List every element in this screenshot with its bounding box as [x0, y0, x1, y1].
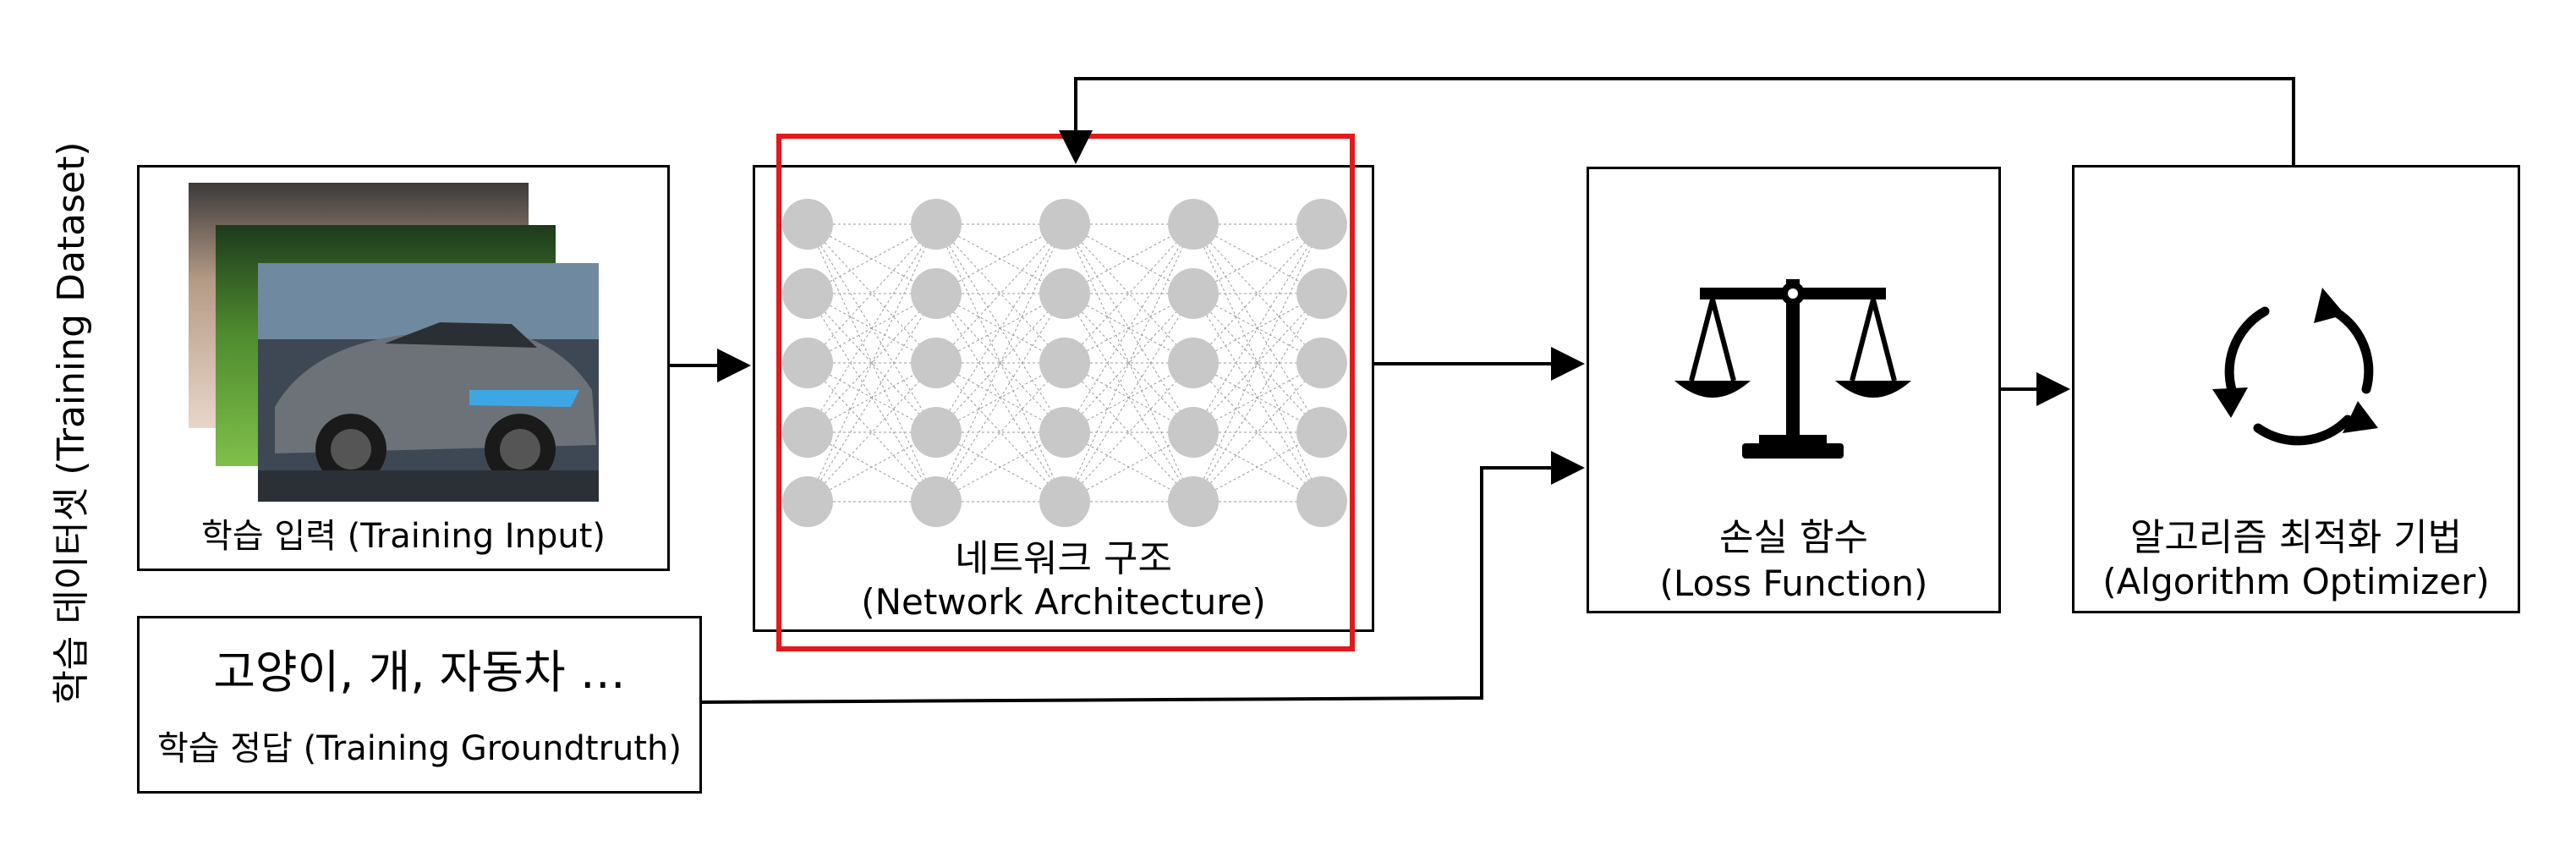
network-edge: [807, 223, 937, 364]
network-edge: [935, 293, 1066, 503]
network-edge: [1192, 223, 1323, 433]
network-edge: [1192, 293, 1323, 433]
network-edge: [935, 431, 1066, 503]
network-node: [911, 407, 962, 458]
network-node: [1168, 268, 1219, 319]
network-node: [782, 268, 833, 319]
network-edge: [1064, 293, 1194, 503]
training-groundtruth-box: 고양이, 개, 자동차 … 학습 정답 (Training Groundtrut…: [137, 616, 702, 794]
network-node: [1039, 476, 1090, 527]
network-edge: [807, 293, 937, 433]
network-edge: [935, 293, 1066, 433]
network-edge: [1064, 223, 1194, 433]
training-input-box: 학습 입력 (Training Input): [137, 165, 670, 571]
network-edge: [1192, 293, 1323, 433]
network-edge: [807, 362, 937, 503]
network-node: [1296, 407, 1347, 458]
optimizer-feedback-arrow: [1059, 77, 2295, 165]
network-edge: [935, 293, 1066, 433]
network-title-en: (Network Architecture): [861, 581, 1266, 623]
loss-title-ko: 손실 함수: [1719, 516, 1868, 559]
groundtruth-to-loss-arrow: [701, 451, 1585, 704]
network-node: [782, 338, 833, 388]
network-node: [782, 199, 833, 250]
network-nodes: [782, 199, 1347, 527]
network-edge: [1064, 223, 1194, 364]
network-edge: [935, 223, 1066, 294]
network-architecture-box: [753, 165, 1374, 632]
balance-scale-icon: [1674, 279, 1911, 459]
network-edge: [807, 431, 937, 503]
network-edges: [807, 223, 1323, 503]
network-edge: [1064, 223, 1194, 294]
network-node: [1168, 338, 1219, 388]
optimizer-title-en: (Algorithm Optimizer): [2102, 561, 2490, 602]
optimizer-title-ko: 알고리즘 최적화 기법: [2129, 516, 2463, 559]
network-node: [911, 268, 962, 319]
network-edge: [807, 223, 937, 503]
network-edge: [1064, 362, 1194, 503]
loss-title-en: (Loss Function): [1659, 563, 1928, 604]
network-edge: [1192, 362, 1323, 503]
network-edge: [1064, 293, 1194, 433]
network-edge: [807, 362, 937, 503]
network-node: [1168, 199, 1219, 250]
groundtruth-label: 학습 정답 (Training Groundtruth): [156, 729, 682, 768]
car-drawing: [258, 263, 599, 502]
network-edge: [807, 293, 937, 433]
network-edge: [1192, 223, 1323, 503]
network-edge: [1192, 362, 1323, 503]
network-edge: [1192, 223, 1323, 364]
training-input-label: 학습 입력 (Training Input): [201, 517, 606, 556]
optimizer-box: [2072, 165, 2520, 613]
network-node: [1039, 268, 1090, 319]
network-node: [1296, 476, 1347, 527]
network-edge: [935, 223, 1066, 364]
network-edge: [1064, 223, 1194, 503]
network-edge: [1192, 431, 1323, 503]
network-edge: [935, 362, 1066, 503]
network-node: [911, 476, 962, 527]
network-edge: [1192, 223, 1323, 294]
network-edge: [935, 223, 1066, 433]
network-edge: [1192, 223, 1323, 364]
network-edge: [807, 293, 937, 503]
network-edge: [1064, 293, 1194, 433]
network-node: [1168, 407, 1219, 458]
network-title-ko: 네트워크 구조: [955, 537, 1172, 580]
network-node: [911, 199, 962, 250]
network-node: [782, 476, 833, 527]
network-node: [1039, 199, 1090, 250]
network-node: [782, 407, 833, 458]
groundtruth-classes: 고양이, 개, 자동차 …: [213, 645, 626, 699]
network-node: [1296, 338, 1347, 388]
network-node: [1039, 338, 1090, 388]
network-edge: [1192, 293, 1323, 503]
network-node: [1296, 199, 1347, 250]
loss-function-box: [1587, 167, 2001, 613]
network-node: [1296, 268, 1347, 319]
network-edge: [935, 362, 1066, 503]
network-node: [1039, 407, 1090, 458]
network-edge: [807, 223, 937, 364]
network-edge: [935, 223, 1066, 503]
network-edge: [1064, 223, 1194, 364]
network-edge: [1064, 362, 1194, 503]
network-edge: [807, 223, 937, 433]
network-node: [911, 338, 962, 388]
cycle-arrows-icon: [2212, 288, 2378, 446]
network-edge: [935, 223, 1066, 364]
network-edge: [807, 223, 937, 294]
network-node: [1168, 476, 1219, 527]
car-image: [258, 263, 599, 502]
network-edge: [1064, 431, 1194, 503]
